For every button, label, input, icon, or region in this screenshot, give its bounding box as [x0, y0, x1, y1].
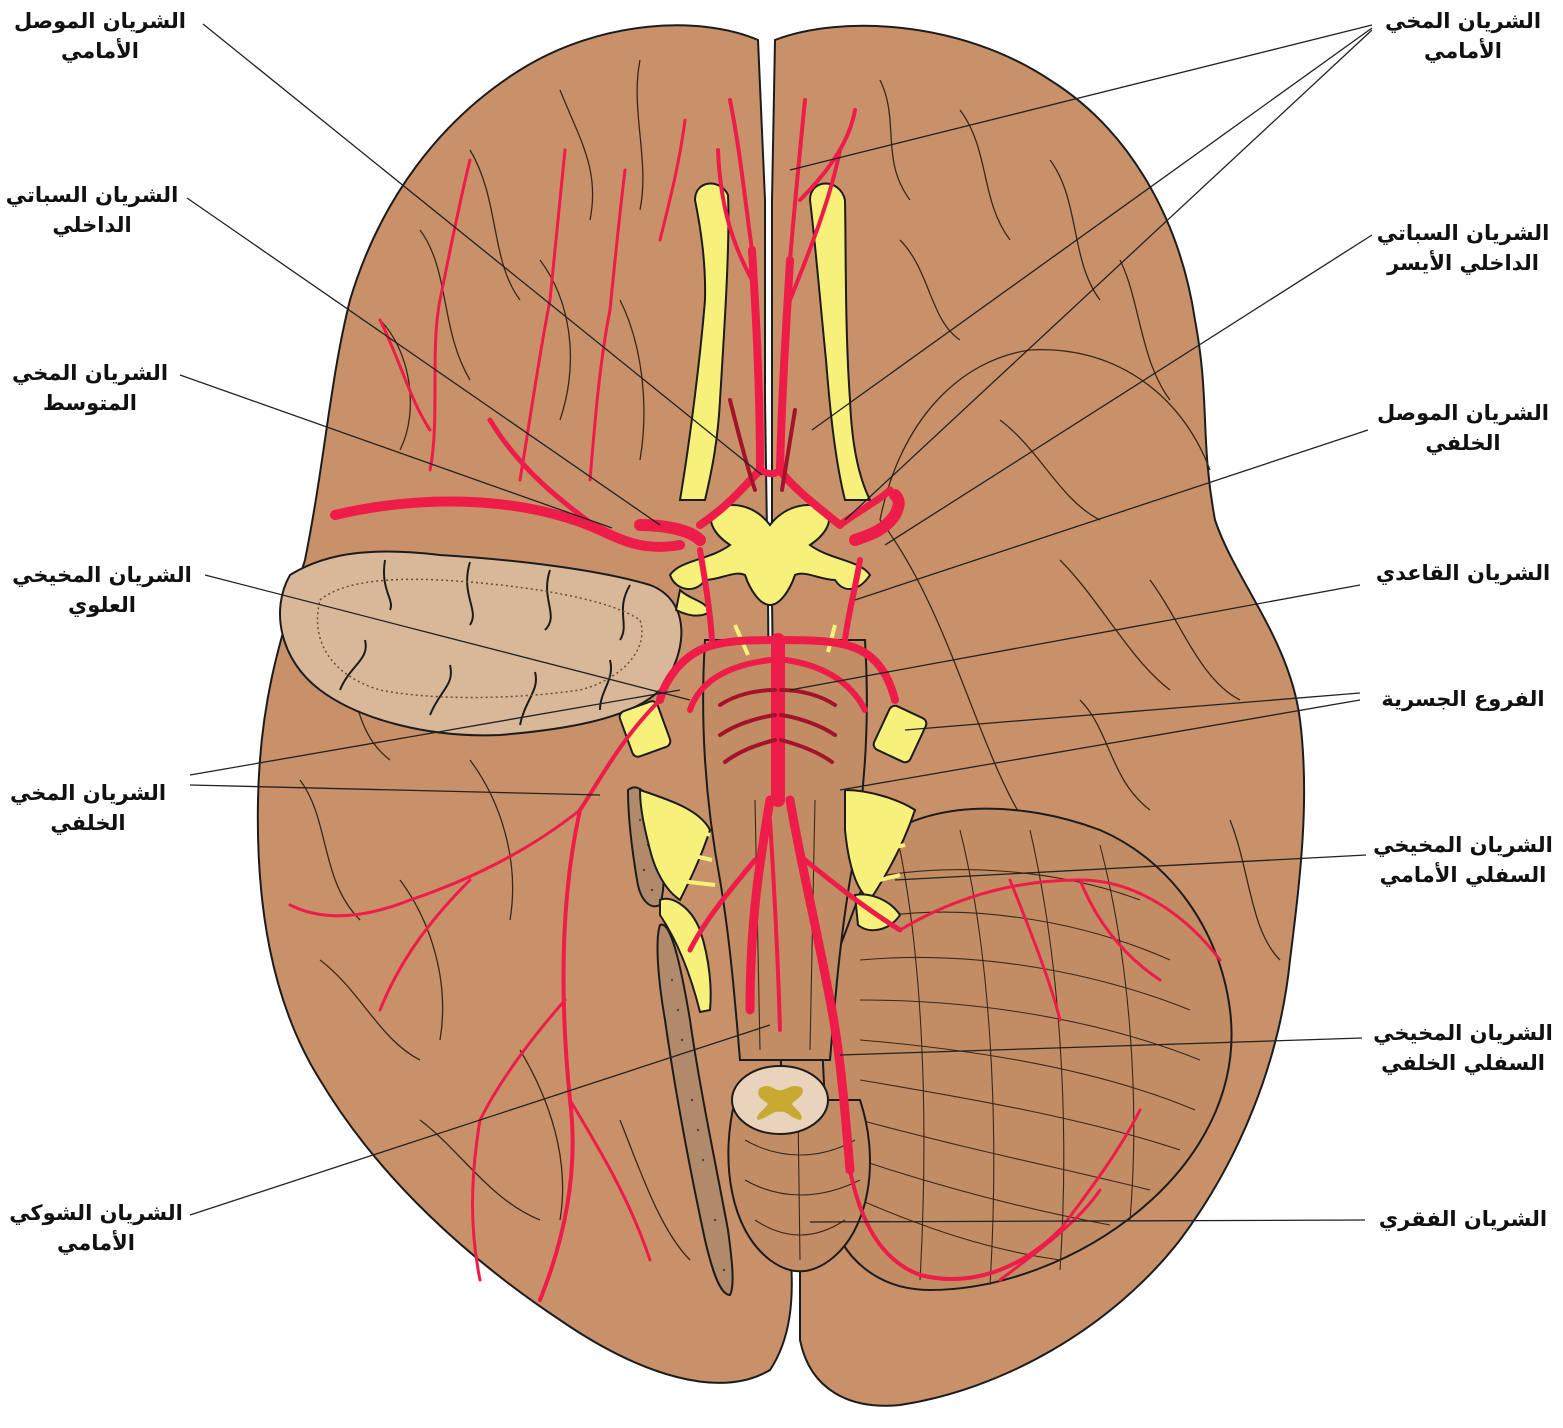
label-aica-line1: الشريان المخيخي: [1373, 833, 1553, 857]
label-vertebral: الشريان الفقري: [1363, 1204, 1563, 1234]
label-ica-line1: الشريان السباتي: [5, 183, 179, 207]
right-temporal-lobe-outline: [879, 348, 1211, 521]
cranial-nerves-left-bundle: [638, 788, 712, 902]
label-pontine: الفروع الجسرية: [1363, 684, 1563, 714]
sca-right: [783, 657, 868, 713]
label-pontine-line1: الفروع الجسرية: [1381, 687, 1545, 711]
aca-right-branch-b: [788, 148, 842, 302]
pontine-branches: [718, 398, 837, 764]
pcom-left: [697, 547, 715, 643]
pca-left-branch-d: [568, 1098, 652, 1262]
aca-right-branch-c: [798, 108, 857, 202]
label-basilar: الشريان القاعدي: [1363, 558, 1563, 588]
label-asa-line2: الأمامي: [57, 1231, 135, 1255]
label-mca-line2: المتوسط: [42, 391, 138, 415]
label-acom-line1: الشريان الموصل: [14, 9, 186, 33]
trigeminal-left: [618, 700, 672, 758]
label-pca: الشريان المخي الخلفي: [0, 778, 188, 838]
vertebral-right: [785, 795, 855, 1175]
label-pica: الشريان المخيخي السفلي الخلفي: [1363, 1018, 1563, 1078]
label-lica-line2: الداخلي الأيسر: [1387, 251, 1539, 275]
ica-right: [849, 489, 905, 546]
pca-left-long: [538, 698, 662, 1302]
pica-right: [848, 1168, 1062, 1281]
label-ica-line2: الداخلي: [52, 213, 132, 237]
label-aica-line2: السفلي الأمامي: [1379, 863, 1547, 887]
label-pica-line1: الشريان المخيخي: [1373, 1021, 1553, 1045]
label-ica: الشريان السباتي الداخلي: [0, 180, 192, 240]
ica-left: [634, 519, 706, 546]
pca-left-branch-a: [288, 808, 582, 918]
frontal-branch-5: [658, 118, 687, 242]
trigeminal-right: [872, 704, 928, 764]
asa: [768, 818, 782, 1032]
label-aca-line2: الأمامي: [1424, 39, 1502, 63]
label-pca-line2: الخلفي: [50, 811, 126, 835]
sca-left: [687, 657, 773, 713]
label-acom: الشريان الموصل الأمامي: [0, 6, 200, 66]
nerve-rootlets: [664, 624, 906, 887]
label-mca: الشريان المخي المتوسط: [0, 358, 190, 418]
spinal-gray-matter: [757, 1086, 803, 1120]
label-pca-line1: الشريان المخي: [9, 781, 167, 805]
label-acom-line2: الأمامي: [61, 39, 139, 63]
pica-branches: [998, 1108, 1142, 1282]
label-pcom-line2: الخلفي: [1425, 431, 1501, 455]
label-asa-line1: الشريان الشوكي: [9, 1201, 183, 1225]
label-asa: الشريان الشوكي الأمامي: [0, 1198, 196, 1258]
label-pica-line2: السفلي الخلفي: [1381, 1051, 1545, 1075]
cerebellar-folia: [859, 829, 1201, 1286]
label-sca: الشريان المخيخي العلوي: [2, 560, 202, 620]
temporal-dotted-line: [316, 578, 643, 699]
aca-left-branch-a: [728, 98, 754, 252]
label-vertebral-line1: الشريان الفقري: [1378, 1207, 1548, 1231]
label-lica: الشريان السباتي الداخلي الأيسر: [1363, 218, 1563, 278]
frontal-branch-1: [428, 158, 472, 472]
label-sca-line2: العلوي: [68, 593, 136, 617]
cranial-nerves: [618, 182, 928, 1014]
aca-right: [776, 256, 844, 529]
mca-left-branch: [487, 417, 603, 533]
aca-left: [696, 246, 764, 529]
pca-right: [774, 636, 899, 704]
arteries: [288, 98, 1222, 1302]
leader-lines: [179, 23, 1373, 1223]
vertebral-left: [745, 795, 775, 1015]
label-sca-line1: الشريان المخيخي: [12, 563, 192, 587]
aca-right-branch-a: [788, 98, 807, 262]
aica-right-branches: [1008, 878, 1162, 1022]
mca-left-trunk: [330, 496, 685, 552]
label-aca-line1: الشريان المخي: [1384, 9, 1542, 33]
label-aca: الشريان المخي الأمامي: [1363, 6, 1563, 66]
aica-left: [687, 857, 758, 953]
label-basilar-line1: الشريان القاعدي: [1375, 561, 1551, 585]
olfactory-tract-left: [678, 182, 730, 501]
cortical-sulci: [299, 59, 1281, 1261]
aca-left-branch-b: [716, 148, 754, 282]
label-lica-line1: الشريان السباتي: [1376, 221, 1550, 245]
frontal-branch-2: [518, 148, 567, 482]
pca-left: [656, 636, 782, 704]
pca-left-branch-b: [378, 878, 472, 1012]
olfactory-tract-right: [808, 182, 872, 501]
brainstem: [702, 639, 868, 1061]
mca-right: [836, 486, 894, 529]
dura-strip-lower: [656, 923, 734, 1297]
label-pcom-line1: الشريان الموصل: [1377, 401, 1549, 425]
pcom-right: [842, 557, 863, 643]
acom: [756, 466, 784, 478]
frontal-branch-4: [378, 318, 432, 432]
hypoglossal-left: [659, 897, 712, 1014]
label-pcom: الشريان الموصل الخلفي: [1363, 398, 1563, 458]
frontal-branch-3: [588, 168, 627, 482]
aica-right: [802, 857, 903, 933]
cranial-nerves-right-bundle: [844, 788, 917, 902]
label-mca-line1: الشريان المخي: [11, 361, 169, 385]
label-aica: الشريان المخيخي السفلي الأمامي: [1363, 830, 1563, 890]
